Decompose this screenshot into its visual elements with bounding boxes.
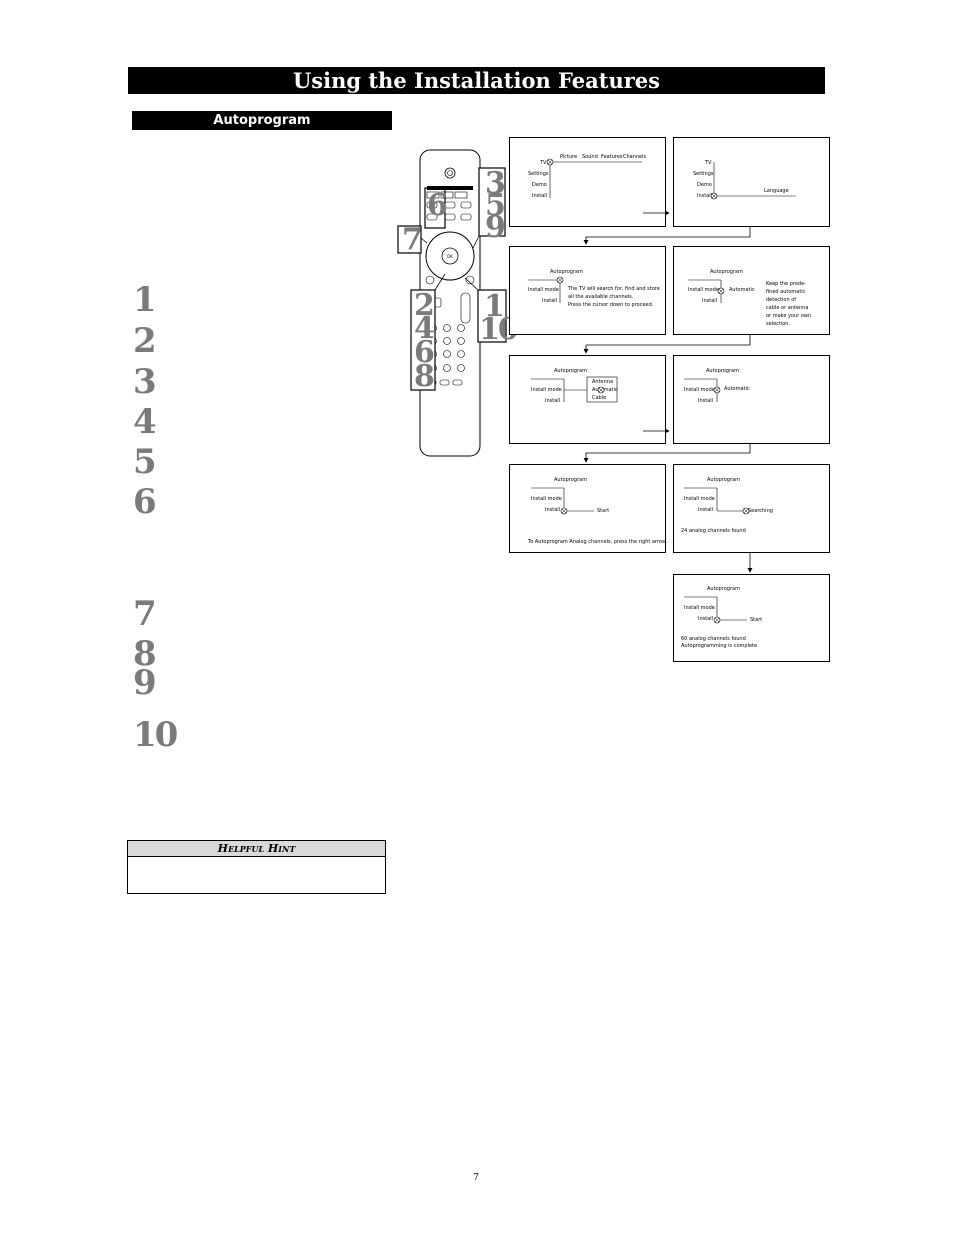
remote-callout: 6 [427,188,448,223]
step-number: 1 [133,280,157,320]
section-title: Autoprogram [132,111,392,130]
menu-item: Install mode [684,496,715,502]
page-number: 7 [473,1173,479,1183]
screen-heading: Autoprogram [707,477,740,483]
menu-item: Settings [693,171,714,177]
info-text: or make your own [766,313,812,319]
menu-item: TV [705,160,712,166]
helpful-hint-title: Helpful Hint [128,841,385,857]
footer-text: 60 analog channels found [681,636,746,642]
menu-item: Settings [528,171,549,177]
footer-text: Autoprogramming is complete [681,643,758,649]
menu-item: Install [698,507,714,513]
menu-item: Install [698,398,714,404]
info-text: cable or antenna [766,305,809,311]
page-title: Using the Installation Features [128,67,825,94]
screen-heading: Autoprogram [554,368,587,374]
remote-callout: 8 [414,359,435,394]
step-number: 10 [133,715,178,755]
menu-screen-1: TV Settings Demo Install Picture Sound F… [509,137,666,227]
step-number: 2 [133,321,157,361]
menu-tab: Sound [582,154,598,160]
info-text: fined automatic [766,289,806,295]
install-mode-value: Automatic [724,386,750,392]
menu-item: Install [542,298,558,304]
info-text: all the available channels. [568,294,634,300]
menu-screen-2: TV Settings Demo Install Language [673,137,830,227]
info-text: The TV will search for, find and store [568,286,660,292]
step-number: 7 [133,594,157,634]
menu-screen-8: Autoprogram Install mode Install Searchi… [673,464,830,553]
install-value: Start [597,508,610,514]
screen-heading: Autoprogram [550,269,583,275]
menu-screen-6: Autoprogram Install mode Install Automat… [673,355,830,444]
remote-callout: 3 [485,166,506,201]
menu-screen-3: Autoprogram Install mode Install The TV … [509,246,666,335]
step-number: 3 [133,362,157,402]
menu-item: Install mode [688,287,719,293]
footer-text: 24 analog channels found [681,528,746,534]
remote-callout: 9 [485,210,506,245]
option-item: Antenna [592,379,614,385]
remote-control-illustration: OK 3 5 9 6 7 2 4 6 8 1 10 [395,148,519,458]
step-number: 4 [133,402,157,442]
remote-callout: 2 [414,288,435,323]
menu-item: Install [545,507,561,513]
option-item: Cable [592,395,607,401]
footer-text: To Autoprogram Analog channels, press th… [528,539,668,545]
info-text: selection. [766,321,791,327]
menu-item: Install mode [684,605,715,611]
menu-tab: Picture [560,154,578,160]
menu-screen-4: Autoprogram Install mode Install Automat… [673,246,830,335]
menu-item: Install mode [531,496,562,502]
step-number: 5 [133,442,157,482]
screen-heading: Autoprogram [706,368,739,374]
menu-item: Install mode [528,287,559,293]
menu-screen-5: Autoprogram Install mode Install Antenna… [509,355,666,444]
remote-callout: 7 [402,222,423,257]
menu-screen-9: Autoprogram Install mode Install Start 6… [673,574,830,662]
info-text: Keep the prede- [766,281,806,287]
info-text: detection of [766,297,797,303]
install-value: Start [750,617,763,623]
menu-tab: Channels [623,154,647,160]
option-item: Automatic [592,387,618,393]
screen-heading: Autoprogram [707,586,740,592]
menu-item: Install [702,298,718,304]
menu-item: Demo [532,182,547,188]
install-mode-value: Automatic [729,287,755,293]
remote-callout: 5 [485,188,506,223]
step-number: 9 [133,663,157,703]
menu-item: Install mode [531,387,562,393]
menu-item: Install [698,616,714,622]
menu-item: Install [697,193,713,199]
step-number: 6 [133,482,157,522]
submenu-item: Language [764,188,789,194]
remote-callout: 4 [414,311,435,346]
menu-item: Install mode [684,387,715,393]
install-value: Searching [748,508,773,514]
step-number: 8 [133,634,157,674]
menu-item: Install [545,398,561,404]
screen-heading: Autoprogram [554,477,587,483]
ok-label: OK [447,254,453,259]
menu-screen-7: Autoprogram Install mode Install Start T… [509,464,668,553]
menu-tab: Features [601,154,623,160]
menu-item: Install [532,193,548,199]
info-text: Press the cursor down to proceed. [568,302,654,308]
menu-item: Demo [697,182,712,188]
screen-heading: Autoprogram [710,269,743,275]
menu-item: TV [540,160,547,166]
helpful-hint-box: Helpful Hint [127,840,386,894]
remote-callout: 1 [484,289,505,324]
remote-callout: 6 [414,335,435,370]
